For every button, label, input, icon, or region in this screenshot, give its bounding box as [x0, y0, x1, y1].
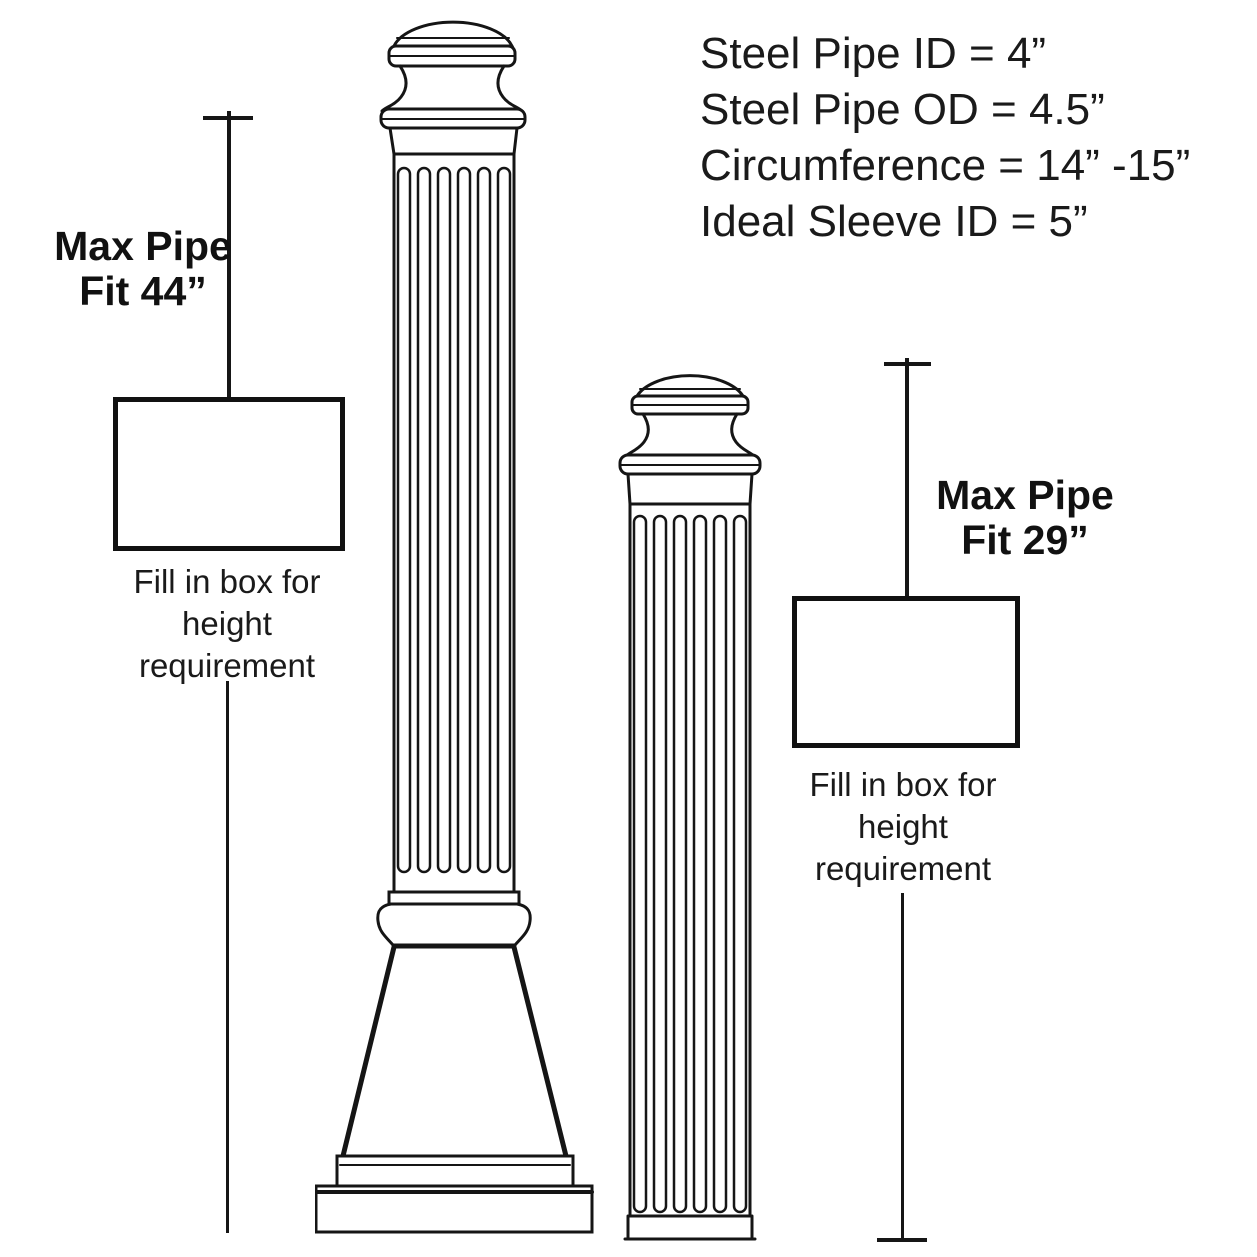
short-bollard-cap: [618, 374, 762, 506]
right-max-pipe-line1: Max Pipe: [936, 472, 1114, 518]
left-fill-line3: requirement: [138, 647, 316, 684]
left-height-requirement-box[interactable]: [113, 397, 345, 551]
short-bollard-shaft: [628, 502, 752, 1218]
short-bollard-base: [623, 1214, 757, 1241]
right-max-pipe-line2: Fit 29”: [961, 517, 1089, 563]
left-max-pipe-label: Max Pipe Fit 44”: [38, 224, 248, 314]
right-fill-line1: Fill in box for: [809, 766, 997, 803]
left-dimension-upper-line: [227, 111, 231, 397]
spec-line-sleeve-id: Ideal Sleeve ID = 5”: [700, 197, 1088, 246]
left-max-pipe-line1: Max Pipe: [54, 223, 232, 269]
right-fill-line3: requirement: [814, 850, 992, 887]
right-fill-line2: height: [858, 808, 948, 845]
tall-bollard-base: [315, 890, 594, 1234]
left-fill-line2: height: [182, 605, 272, 642]
left-dimension-lower-line: [226, 681, 229, 1233]
right-max-pipe-label: Max Pipe Fit 29”: [920, 473, 1130, 563]
spec-line-circumference: Circumference = 14” -15”: [700, 141, 1191, 190]
tall-bollard-shaft: [392, 152, 516, 894]
short-bollard-illustration: [618, 374, 762, 1241]
left-fill-line1: Fill in box for: [133, 563, 321, 600]
right-fill-in-box-label: Fill in box for height requirement: [778, 764, 1028, 890]
spec-line-pipe-od: Steel Pipe OD = 4.5”: [700, 85, 1105, 134]
tall-bollard-illustration: [315, 20, 594, 1234]
spec-text-block: Steel Pipe ID = 4” Steel Pipe OD = 4.5” …: [700, 26, 1190, 250]
right-height-requirement-box[interactable]: [792, 596, 1020, 748]
left-fill-in-box-label: Fill in box for height requirement: [102, 561, 352, 687]
right-dimension-lower-line: [901, 893, 904, 1240]
right-dimension-upper-line: [905, 358, 909, 596]
right-dimension-bottom-tick: [877, 1238, 927, 1242]
tall-bollard-cap: [379, 20, 527, 156]
spec-line-pipe-id: Steel Pipe ID = 4”: [700, 29, 1047, 78]
left-max-pipe-line2: Fit 44”: [79, 268, 207, 314]
